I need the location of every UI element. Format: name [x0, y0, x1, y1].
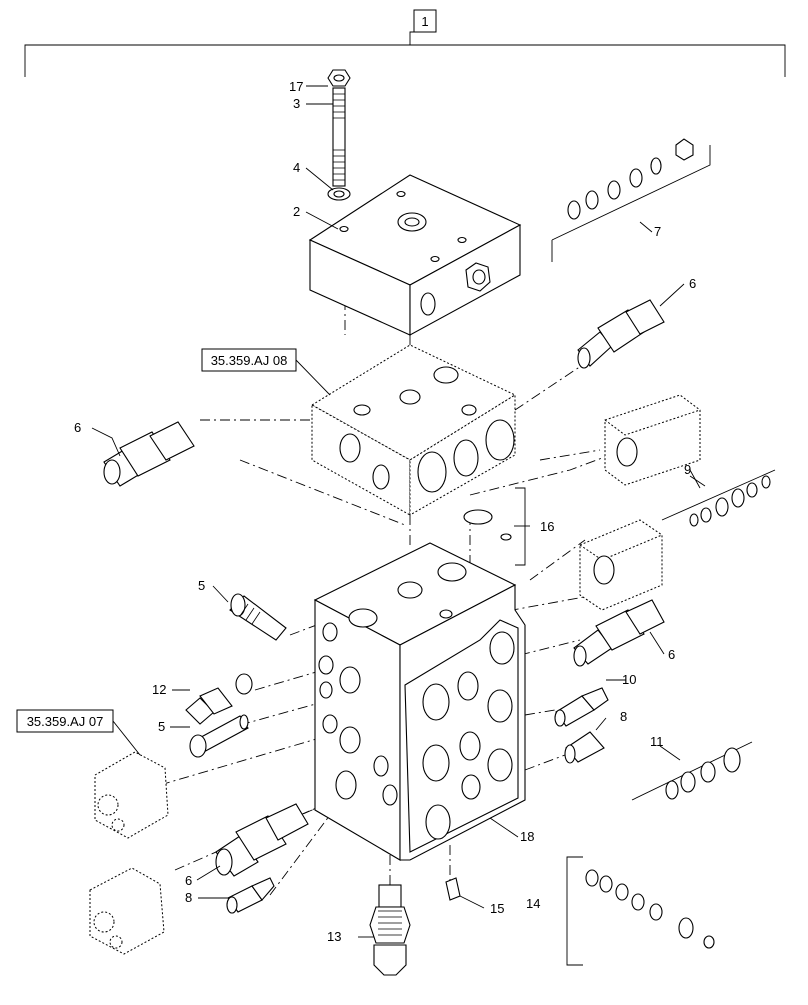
- sensor-8-lower: [226, 877, 275, 914]
- label-18: 18: [520, 829, 534, 844]
- ref-top-label: 35.359.AJ 08: [211, 353, 288, 368]
- plug-15: [445, 877, 461, 901]
- label-8-right: 8: [620, 709, 627, 724]
- seal-kit-9: [661, 469, 776, 527]
- cartridge-13: [369, 884, 411, 976]
- label-6-right: 6: [668, 647, 675, 662]
- label-2: 2: [293, 204, 300, 219]
- assembly-bracket: 1: [24, 9, 786, 77]
- plug-5-upper: [229, 593, 287, 641]
- label-5-lower: 5: [158, 719, 165, 734]
- label-6-left: 6: [74, 420, 81, 435]
- label-8-lower: 8: [185, 890, 192, 905]
- label-16: 16: [540, 519, 554, 534]
- seal-kit-14: [566, 856, 715, 966]
- label-14: 14: [526, 896, 540, 911]
- label-6-top: 6: [689, 276, 696, 291]
- valve-body-18: [313, 542, 526, 861]
- side-cover-upper: [604, 394, 701, 486]
- label-3: 3: [293, 96, 300, 111]
- label-15: 15: [490, 901, 504, 916]
- fitting-6-left: [103, 421, 195, 487]
- ref-callout-aj08: 35.359.AJ 08: [201, 348, 331, 396]
- label-5-upper: 5: [198, 578, 205, 593]
- seal-kit-7: [551, 138, 711, 262]
- seal-kit-11: [631, 741, 753, 801]
- fitting-6-right: [573, 599, 665, 667]
- section-actuator-aj07: 35.359.AJ 07: [16, 709, 169, 839]
- label-11: 11: [650, 734, 664, 749]
- label-12: 12: [152, 682, 166, 697]
- washer-4: [327, 187, 351, 201]
- label-4: 4: [293, 160, 300, 175]
- fitting-6-top: [577, 299, 665, 369]
- leader-lines: [91, 85, 701, 938]
- fitting-6-lower: [215, 803, 309, 877]
- nut-17: [327, 69, 351, 87]
- item-labels: 17 3 4 2 7 6 6 9 16 5 12 5 10 6 8 11 18 …: [74, 79, 696, 944]
- section-actuator-lower: [89, 867, 165, 955]
- end-cover-2: [308, 174, 522, 336]
- sensor-8-right: [564, 731, 605, 764]
- label-7: 7: [654, 224, 661, 239]
- o-rings-16: [463, 487, 526, 566]
- label-6-lower: 6: [185, 873, 192, 888]
- label-10: 10: [622, 672, 636, 687]
- section-block-aj08: [311, 344, 517, 516]
- sensor-10: [554, 687, 609, 727]
- side-cover-lower: [579, 519, 663, 611]
- ref-bottom-label: 35.359.AJ 07: [27, 714, 104, 729]
- label-13: 13: [327, 929, 341, 944]
- plug-12: [185, 673, 253, 725]
- label-9: 9: [684, 462, 691, 477]
- label-17: 17: [289, 79, 303, 94]
- assembly-callout: 1: [421, 14, 428, 29]
- stud-3: [332, 87, 346, 187]
- plug-5-lower: [189, 714, 249, 758]
